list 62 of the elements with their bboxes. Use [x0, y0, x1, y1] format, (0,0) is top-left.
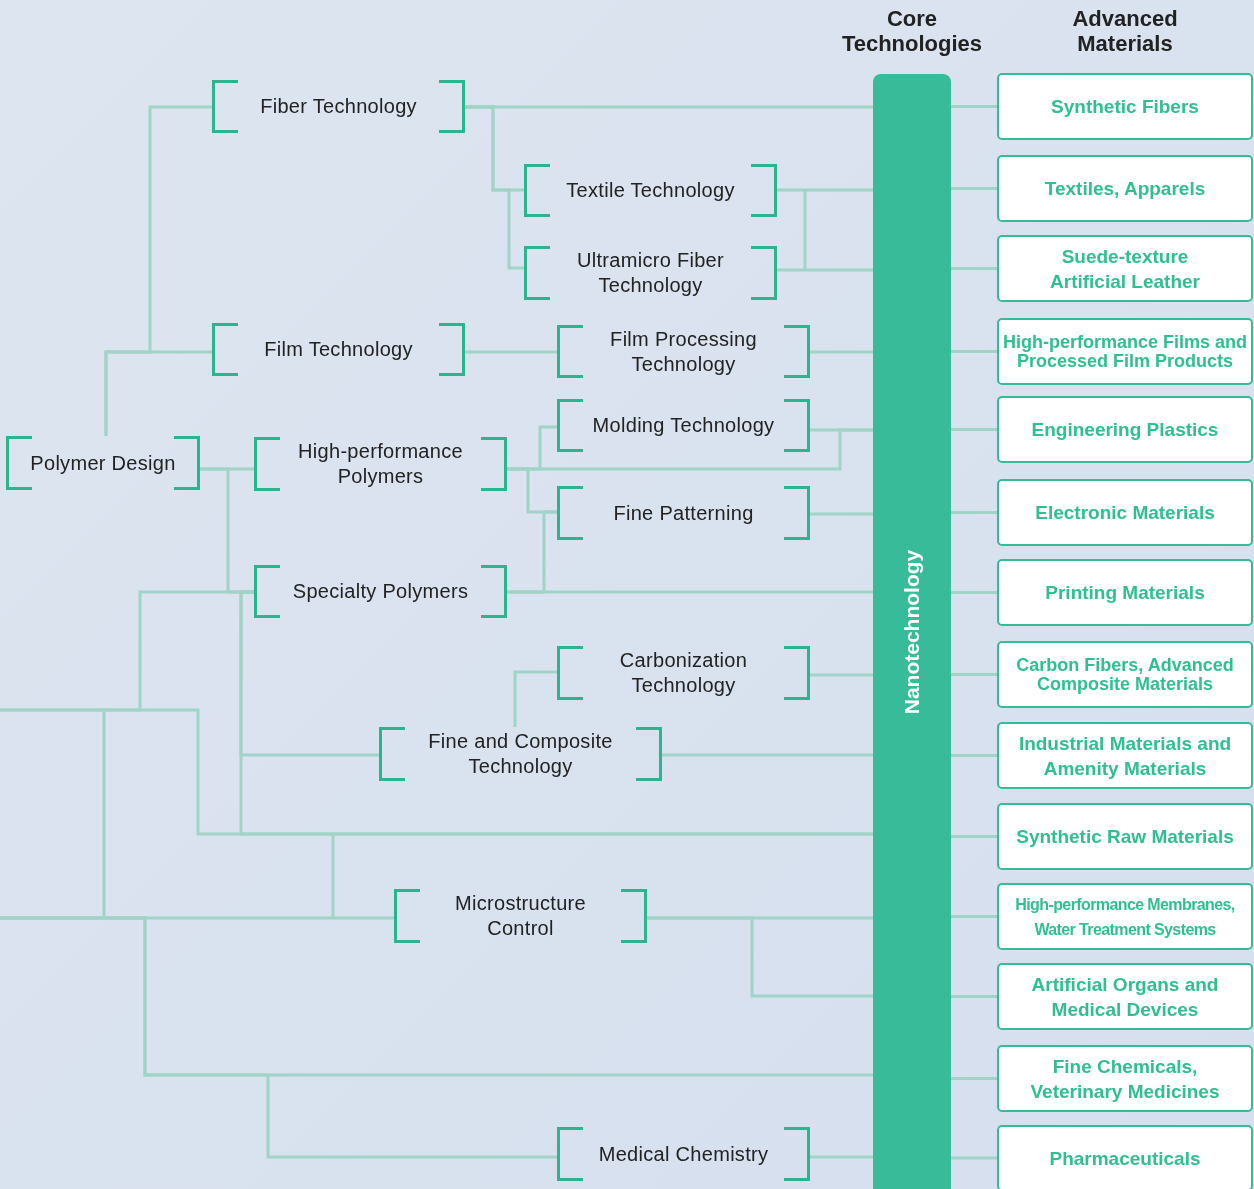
connector-line	[951, 1156, 997, 1160]
connector-line	[951, 754, 997, 757]
material-box: Synthetic Fibers	[997, 73, 1253, 140]
material-box: Printing Materials	[997, 559, 1253, 626]
connector-line	[951, 428, 997, 431]
bracketed-label: Ultramicro Fiber Technology	[524, 246, 777, 300]
material-box: Electronic Materials	[997, 479, 1253, 546]
bracketed-label: Textile Technology	[524, 164, 777, 217]
connector-line	[951, 591, 997, 594]
connector-line	[810, 512, 873, 516]
connector-line	[951, 187, 997, 190]
column-heading: Core Technologies	[840, 6, 984, 56]
material-box: High-performance Films and Processed Film Products	[997, 318, 1253, 385]
material-box: Textiles, Apparels	[997, 155, 1253, 222]
connector-line	[951, 350, 997, 353]
connector-line	[662, 753, 873, 757]
connector-line	[0, 708, 873, 836]
connector-line	[810, 428, 873, 432]
bracketed-label: Film Processing Technology	[557, 325, 810, 378]
bracketed-label: Fine and Composite Technology	[379, 727, 662, 781]
connector-line	[951, 995, 997, 998]
bracketed-label: Specialty Polymers	[254, 565, 507, 618]
connector-line	[951, 1077, 997, 1080]
bracketed-label: Fine Patterning	[557, 486, 810, 540]
material-box: Engineering Plastics	[997, 396, 1253, 463]
connector-line	[951, 105, 997, 108]
connector-line	[465, 105, 524, 270]
bracketed-label: Medical Chemistry	[557, 1127, 810, 1181]
material-box: Artificial Organs and Medical Devices	[997, 963, 1253, 1030]
material-box: High-performance Membranes, Water Treatment Systems	[997, 883, 1253, 950]
connector-line	[810, 673, 873, 677]
connector-line	[951, 511, 997, 514]
bracketed-label: Polymer Design	[6, 436, 200, 490]
connector-line	[810, 1155, 873, 1159]
connector-line	[647, 916, 873, 998]
bracketed-label: Molding Technology	[557, 399, 810, 452]
material-box: Industrial Materials and Amenity Materials	[997, 722, 1253, 789]
connector-line	[104, 350, 212, 436]
connector-line	[465, 350, 557, 354]
bracketed-label: Microstructure Control	[394, 889, 647, 943]
connector-line	[777, 188, 873, 192]
connector-line	[951, 915, 997, 918]
column-heading: Advanced Materials	[1071, 6, 1179, 56]
bracketed-label: Film Technology	[212, 323, 465, 376]
bar-label: Nanotechnology	[900, 549, 924, 714]
connector-line	[951, 673, 997, 676]
connector-line	[775, 188, 875, 272]
connector-line	[951, 267, 997, 270]
material-box: Synthetic Raw Materials	[997, 803, 1253, 870]
connector-line	[951, 835, 997, 838]
connector-line	[810, 350, 873, 354]
vertical-bar	[873, 74, 951, 1189]
connector-line	[507, 510, 557, 594]
material-box: Fine Chemicals, Veterinary Medicines	[997, 1045, 1253, 1112]
connector-line	[0, 916, 557, 1159]
material-box: Carbon Fibers, Advanced Composite Materials	[997, 641, 1253, 708]
connector-line	[513, 670, 557, 727]
material-box: Pharmaceuticals	[997, 1125, 1253, 1189]
bracketed-label: High-performance Polymers	[254, 437, 507, 491]
material-box: Suede-texture Artificial Leather	[997, 235, 1253, 302]
bracketed-label: Fiber Technology	[212, 80, 465, 133]
bracketed-label: Carbonization Technology	[557, 646, 810, 700]
